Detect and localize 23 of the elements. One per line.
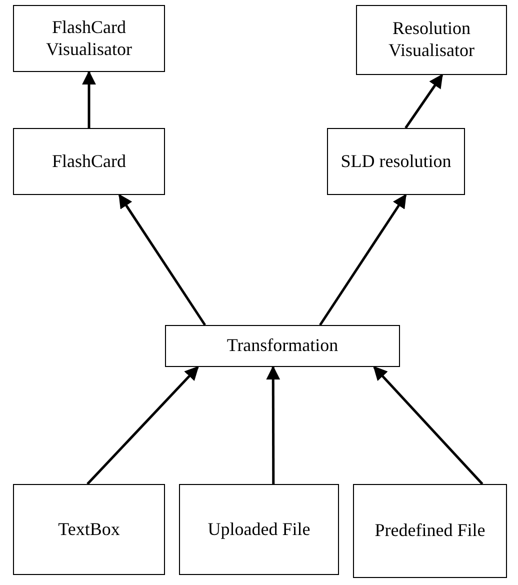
box-label: Transformation bbox=[226, 335, 338, 357]
box-label: FlashCard Visualisator bbox=[45, 16, 133, 60]
process-box bbox=[327, 128, 465, 195]
arrow bbox=[86, 366, 199, 485]
arrow bbox=[82, 70, 96, 128]
arrow bbox=[373, 366, 484, 485]
process-box bbox=[353, 484, 507, 578]
arrow bbox=[319, 194, 407, 326]
process-box bbox=[13, 128, 165, 195]
process-box bbox=[13, 5, 165, 72]
box-label: FlashCard bbox=[52, 150, 126, 172]
box-label: Resolution Visualisator bbox=[388, 18, 476, 62]
box-label: Predefined File bbox=[374, 520, 486, 542]
arrow bbox=[118, 194, 206, 326]
process-box bbox=[165, 325, 400, 367]
box-label: Uploaded File bbox=[208, 518, 310, 540]
box-label: SLD resolution bbox=[340, 150, 452, 172]
box-label: TextBox bbox=[58, 518, 120, 540]
process-box bbox=[356, 5, 507, 75]
process-box bbox=[13, 484, 165, 575]
arrow bbox=[266, 366, 280, 484]
arrow bbox=[404, 74, 444, 129]
process-box bbox=[179, 484, 339, 575]
